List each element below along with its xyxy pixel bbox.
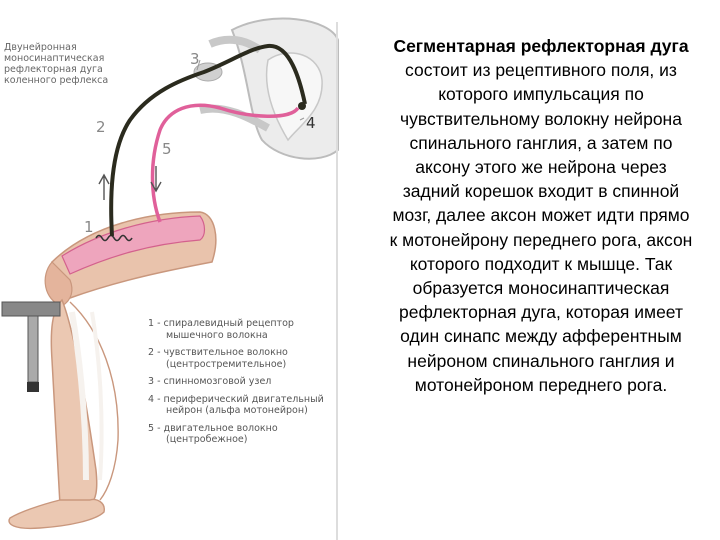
legend-item: 2 - чувствительное волокно (центростреми… <box>148 347 338 370</box>
legend-item: 1 - спиралевидный рецептор мышечного вол… <box>148 318 338 341</box>
description-bold: Сегментарная рефлекторная дуга <box>393 36 688 56</box>
label-1: 1 <box>84 218 94 236</box>
divider <box>336 22 338 540</box>
label-2: 2 <box>96 118 106 136</box>
legend-item: 5 - двигательное волокно (центробежное) <box>148 423 338 446</box>
label-5: 5 <box>162 140 172 158</box>
label-3: 3 <box>190 50 200 68</box>
figure-title: Двунейронная моносинаптическая рефлектор… <box>4 42 108 86</box>
figure-title-line-3: рефлекторная дуга <box>4 64 108 75</box>
figure-legend: 1 - спиралевидный рецептор мышечного вол… <box>148 318 338 452</box>
spinal-cord <box>200 19 338 159</box>
reflex-arc-figure: Двунейронная моносинаптическая рефлектор… <box>0 0 340 540</box>
legend-item: 4 - периферический двигательный нейрон (… <box>148 394 338 417</box>
figure-title-line-4: коленного рефлекса <box>4 75 108 86</box>
description-rest: состоит из рецептивного поля, из которог… <box>390 60 693 395</box>
label-4: 4 <box>306 114 316 132</box>
figure-title-line-1: Двунейронная <box>4 42 108 53</box>
description-text: Сегментарная рефлекторная дуга состоит и… <box>388 34 694 397</box>
figure-title-line-2: моносинаптическая <box>4 53 108 64</box>
synapse <box>298 102 306 110</box>
legend-item: 3 - спинномозговой узел <box>148 376 338 388</box>
up-arrow <box>99 175 109 200</box>
